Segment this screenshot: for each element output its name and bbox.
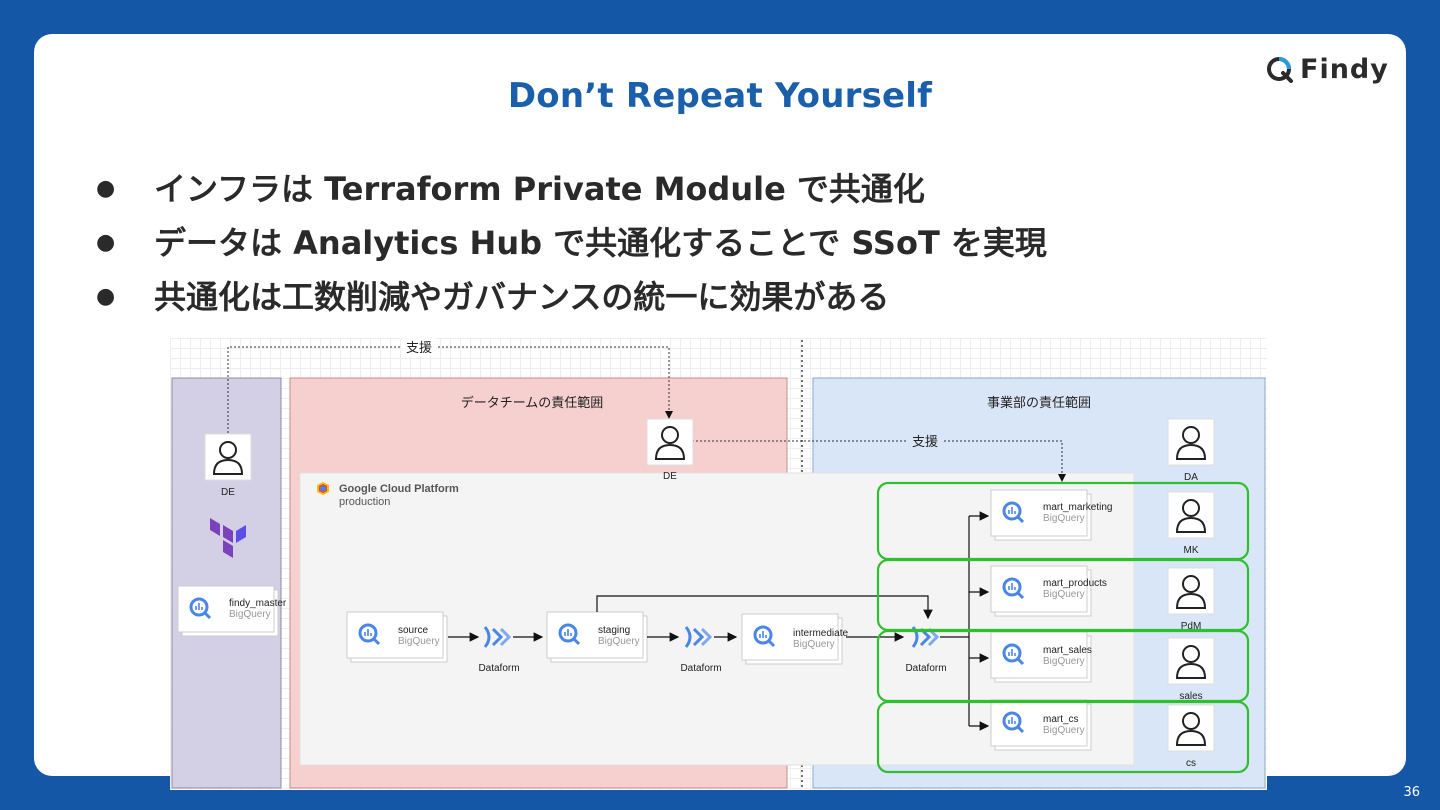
person-icon <box>1167 418 1215 466</box>
person-icon <box>1167 491 1215 539</box>
support-label-bg <box>908 432 942 450</box>
dataset-findy-master: findy_master <box>229 598 287 609</box>
dataset-staging: staging <box>598 625 630 636</box>
person-icon <box>646 418 694 466</box>
data-team-area-label: データチームの責任範囲 <box>461 395 604 410</box>
findy-logo-icon <box>1267 56 1293 83</box>
terraform-icon <box>210 518 246 558</box>
bigquery-label: BigQuery <box>1043 656 1085 667</box>
dataform-label: Dataform <box>680 663 721 674</box>
dataset-mart-sales: mart_sales <box>1043 645 1092 656</box>
bigquery-label: BigQuery <box>1043 725 1085 736</box>
support-connector <box>692 440 1066 482</box>
dataset-mart-marketing: mart_marketing <box>1043 502 1112 513</box>
gcp-logo-icon <box>317 482 329 495</box>
bullet-item: 共通化は工数削減やガバナンスの統一に効果がある <box>96 276 1047 330</box>
person-icon <box>1167 567 1215 615</box>
mk-label: MK <box>1184 545 1199 556</box>
da-label: DA <box>1184 472 1198 483</box>
de-label: DE <box>663 471 677 482</box>
support-label: 支援 <box>912 434 938 449</box>
bigquery-label: BigQuery <box>229 609 271 620</box>
bigquery-label: BigQuery <box>1043 589 1085 600</box>
dataset-mart-products: mart_products <box>1043 578 1107 589</box>
gcp-title: Google Cloud Platform <box>339 483 459 495</box>
pdm-label: PdM <box>1181 621 1202 632</box>
sales-label: sales <box>1179 691 1202 702</box>
bullet-item: データは Analytics Hub で共通化することで SSoT を実現 <box>96 222 1047 276</box>
bullet-list: インフラは Terraform Private Module で共通化 データは… <box>96 168 1047 330</box>
bullet-item: インフラは Terraform Private Module で共通化 <box>96 168 1047 222</box>
de-label: DE <box>221 487 235 498</box>
bigquery-label: BigQuery <box>1043 513 1085 524</box>
dataset-intermediate: intermediate <box>793 628 848 639</box>
bigquery-label: BigQuery <box>598 636 640 647</box>
person-icon <box>204 433 252 481</box>
findy-logo: Findy <box>1266 54 1389 85</box>
person-icon <box>1167 704 1215 752</box>
support-label: 支援 <box>406 340 432 355</box>
findy-logo-text: Findy <box>1300 54 1389 85</box>
cs-group-highlight <box>876 700 1250 774</box>
business-area-label: 事業部の責任範囲 <box>987 395 1091 410</box>
support-label-bg <box>402 338 436 356</box>
bigquery-label: BigQuery <box>398 636 440 647</box>
page-number: 36 <box>1403 785 1420 800</box>
dataset-mart-cs: mart_cs <box>1043 714 1079 725</box>
slide-title: Don’t Repeat Yourself <box>507 76 933 116</box>
dataform-label: Dataform <box>478 663 519 674</box>
dataset-source: source <box>398 625 428 636</box>
architecture-diagram: データチームの責任範囲 事業部の責任範囲 Google Cloud Platfo… <box>170 338 1267 790</box>
cs-label: cs <box>1186 758 1196 769</box>
bigquery-label: BigQuery <box>793 639 835 650</box>
gcp-env: production <box>339 496 390 508</box>
diagram-canvas: データチームの責任範囲 事業部の責任範囲 Google Cloud Platfo… <box>171 338 1266 789</box>
person-icon <box>1167 637 1215 685</box>
dataform-label: Dataform <box>905 663 946 674</box>
infra-lane <box>171 377 282 789</box>
